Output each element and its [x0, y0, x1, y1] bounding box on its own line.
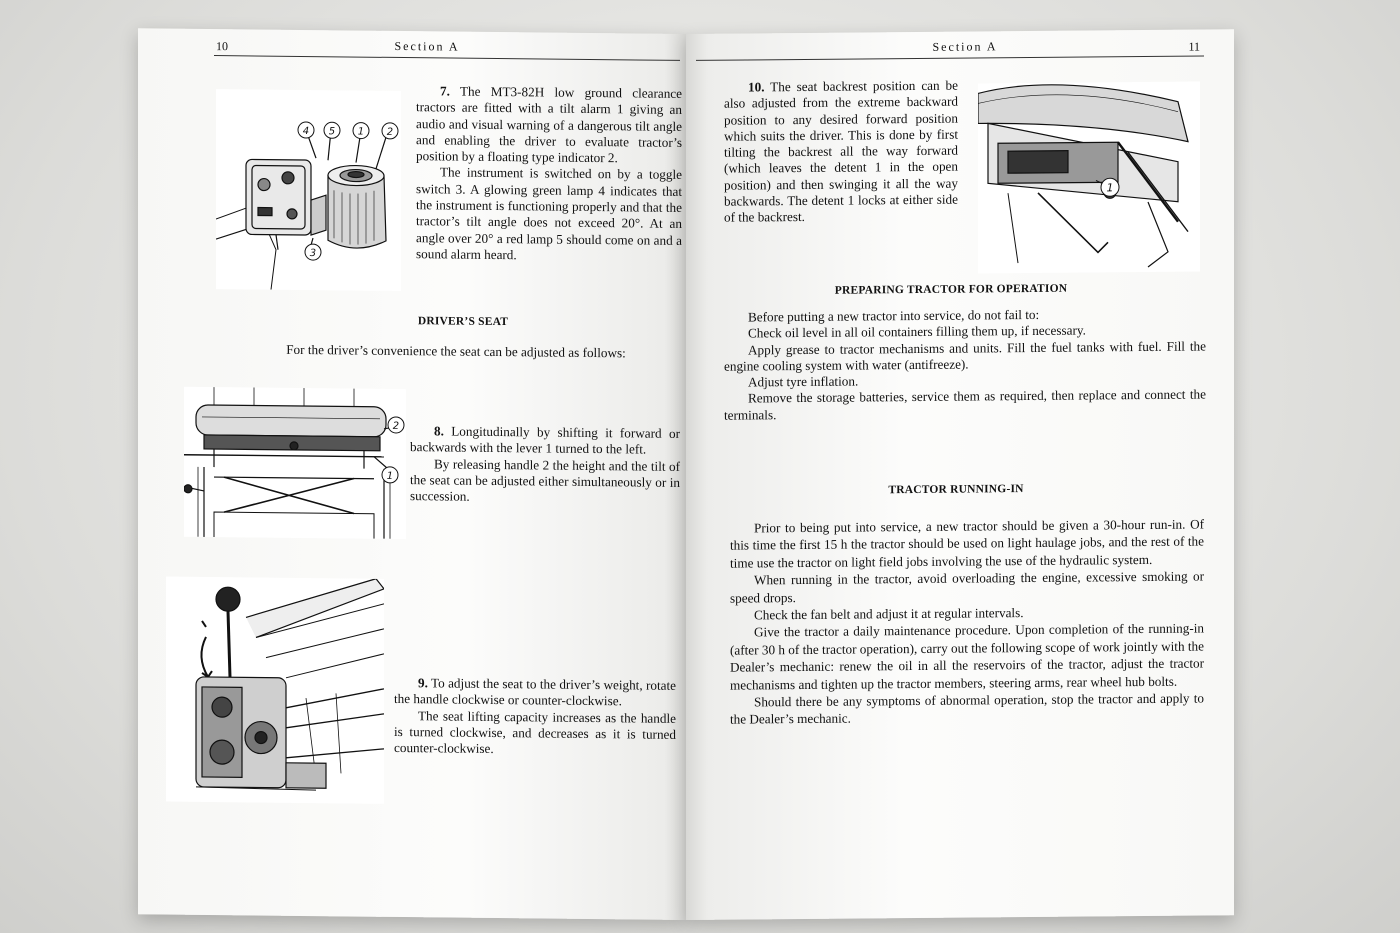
item-7-text: 7. The MT3-82H low ground clearance trac…: [416, 83, 682, 265]
item-10-number: 10.: [748, 79, 765, 95]
preparing-heading: PREPARING TRACTOR FOR OPERATION: [834, 282, 1068, 297]
seat-label-1: 1: [387, 471, 393, 482]
item-7-body: The MT3-82H low ground clearance tractor…: [416, 83, 682, 166]
preparing-para-3: Apply grease to tractor mechanisms and u…: [724, 338, 1206, 374]
alarm-label-4: 4: [303, 126, 309, 137]
item-9-body: To adjust the seat to the driver’s weigh…: [394, 675, 676, 709]
drivers-seat-intro: For the driver’s convenience the seat ca…: [246, 341, 666, 362]
callout-4: [297, 121, 315, 139]
drivers-seat-intro-text: For the driver’s convenience the seat ca…: [286, 341, 626, 361]
item-8-body: Longitudinally by shifting it forward or…: [410, 423, 680, 457]
item-9-number: 9.: [418, 675, 428, 691]
item-10-body: The seat backrest position can be also a…: [724, 77, 958, 226]
item-7-number: 7.: [440, 83, 450, 99]
left-page: 10 Section A: [138, 28, 686, 920]
item-8-body-2: By releasing handle 2 the height and the…: [410, 455, 680, 504]
seat-illustration: 2 1: [184, 386, 406, 540]
item-8-text: 8. Longitudinally by shifting it forward…: [410, 423, 680, 507]
item-10-text: 10. The seat backrest position can be al…: [724, 78, 958, 227]
right-section-title: Section A: [932, 39, 998, 54]
alarm-label-5: 5: [329, 126, 335, 137]
running-in-para-2: When running in the tractor, avoid overl…: [730, 568, 1204, 606]
preparing-text: Before putting a new tractor into servic…: [724, 305, 1206, 423]
backrest-figure: 1: [978, 81, 1200, 274]
right-page: 11 Section A 10. The seat backrest posit…: [686, 29, 1234, 921]
backrest-illustration: 1: [978, 81, 1200, 274]
alarm-label-3: 3: [310, 248, 316, 259]
running-in-para-1: Prior to being put into service, a new t…: [730, 516, 1204, 571]
item-9-text: 9. To adjust the seat to the driver’s we…: [394, 675, 676, 759]
item-7-body-2: The instrument is switched on by a toggl…: [416, 164, 682, 263]
running-in-para-4: Give the tractor a daily maintenance pro…: [730, 620, 1204, 693]
running-in-text: Prior to being put into service, a new t…: [730, 515, 1204, 728]
preparing-para-5: Remove the storage batteries, service th…: [724, 386, 1206, 423]
tilt-alarm-illustration: 4 5 1 2 3: [216, 89, 401, 292]
weight-handle-figure: [166, 576, 384, 804]
item-9-body-2: The seat lifting capacity increases as t…: [394, 707, 676, 757]
weight-handle-illustration: [166, 576, 384, 804]
running-in-para-5: Should there be any symptoms of abnormal…: [730, 690, 1204, 728]
seat-figure: 2 1: [184, 386, 406, 540]
item-8-number: 8.: [434, 423, 444, 439]
running-in-heading: TRACTOR RUNNING-IN: [888, 483, 1024, 497]
seat-label-2: 2: [393, 421, 399, 432]
backrest-label-1: 1: [1107, 181, 1114, 194]
alarm-label-1: 1: [358, 127, 364, 138]
drivers-seat-heading: DRIVER’S SEAT: [417, 315, 509, 329]
tilt-alarm-figure: 4 5 1 2 3: [216, 89, 401, 292]
alarm-label-2: 2: [387, 127, 393, 138]
left-section-title: Section A: [394, 38, 460, 54]
